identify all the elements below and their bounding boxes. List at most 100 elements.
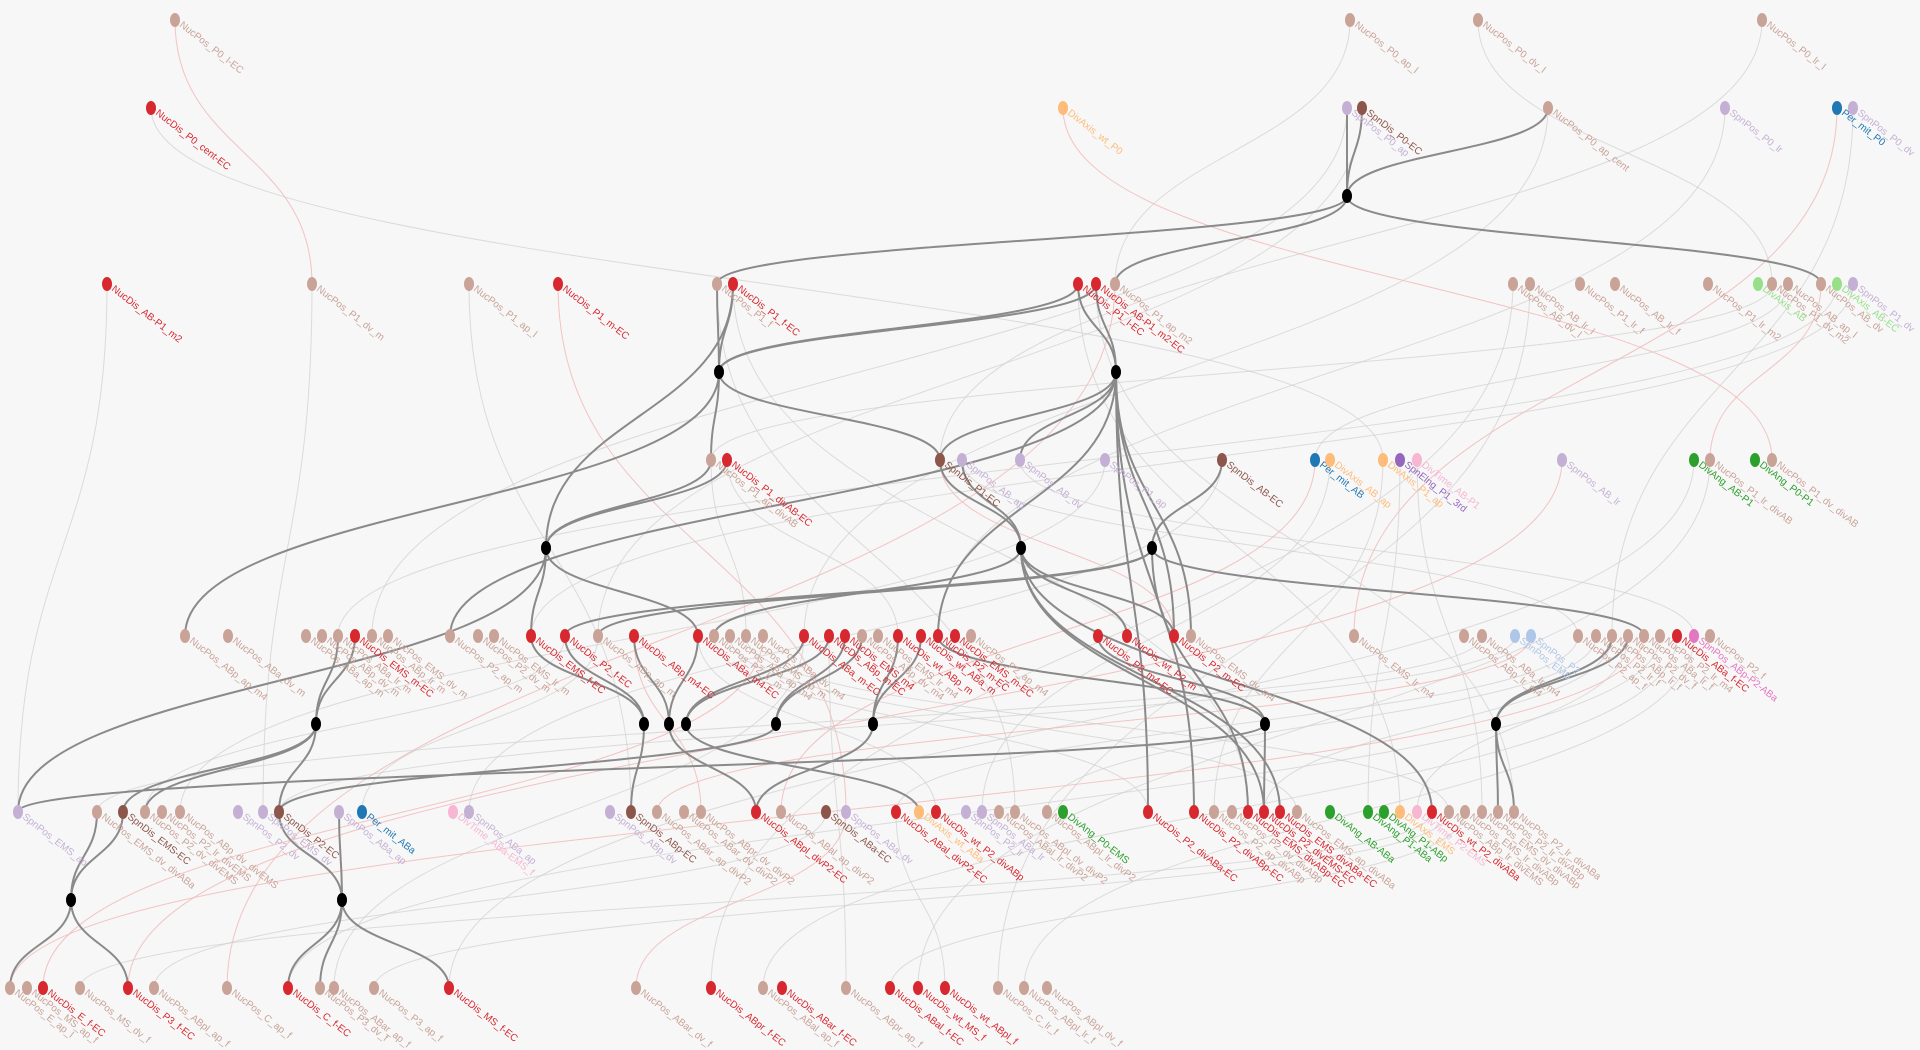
node-marker[interactable] (931, 805, 941, 819)
node-marker[interactable] (1473, 13, 1483, 27)
node-marker[interactable] (1459, 629, 1469, 643)
node-marker[interactable] (1292, 805, 1302, 819)
graph-node[interactable]: NucPos_EMS_dv_m4 (1186, 629, 1277, 705)
graph-node[interactable]: NucPos_AB_lr_f (1610, 277, 1682, 338)
node-marker[interactable] (1639, 629, 1649, 643)
node-marker[interactable] (824, 629, 834, 643)
node-marker[interactable] (1750, 453, 1760, 467)
node-marker[interactable] (526, 629, 536, 643)
node-marker[interactable] (223, 629, 233, 643)
node-marker[interactable] (1349, 629, 1359, 643)
node-marker[interactable] (1848, 101, 1858, 115)
node-marker[interactable] (950, 629, 960, 643)
node-marker[interactable] (448, 805, 458, 819)
graph-node[interactable]: NucPos_P0_l-EC (170, 13, 245, 76)
node-marker[interactable] (679, 805, 689, 819)
node-marker[interactable] (914, 805, 924, 819)
node-marker[interactable] (1110, 277, 1120, 291)
node-marker[interactable] (1042, 805, 1052, 819)
node-marker[interactable] (626, 805, 636, 819)
node-marker[interactable] (1607, 629, 1617, 643)
node-marker[interactable] (464, 277, 474, 291)
node-marker[interactable] (1575, 277, 1585, 291)
node-marker[interactable] (1073, 277, 1083, 291)
node-marker[interactable] (180, 629, 190, 643)
junction-node[interactable] (1016, 541, 1026, 555)
graph-node[interactable]: NucPos_P0_dv_l (1473, 13, 1547, 76)
node-marker[interactable] (1460, 805, 1470, 819)
node-marker[interactable] (1610, 277, 1620, 291)
node-marker[interactable] (13, 805, 23, 819)
node-marker[interactable] (1186, 629, 1196, 643)
junction-node[interactable] (337, 893, 347, 907)
node-marker[interactable] (1655, 629, 1665, 643)
node-marker[interactable] (977, 805, 987, 819)
node-marker[interactable] (1720, 101, 1730, 115)
node-marker[interactable] (1275, 805, 1285, 819)
node-marker[interactable] (1363, 805, 1373, 819)
node-marker[interactable] (1543, 101, 1553, 115)
node-marker[interactable] (1509, 805, 1519, 819)
node-marker[interactable] (1444, 805, 1454, 819)
node-marker[interactable] (1058, 805, 1068, 819)
node-marker[interactable] (891, 805, 901, 819)
graph-node[interactable]: DivAxis_wt_P0 (1058, 101, 1125, 158)
node-marker[interactable] (706, 453, 716, 467)
node-marker[interactable] (1412, 805, 1422, 819)
node-marker[interactable] (935, 453, 945, 467)
node-marker[interactable] (445, 629, 455, 643)
node-marker[interactable] (1783, 277, 1793, 291)
graph-node[interactable]: NucPos_P1_ap_l (464, 277, 539, 340)
node-marker[interactable] (1189, 805, 1199, 819)
junction-node[interactable] (1111, 365, 1121, 379)
node-marker[interactable] (1757, 13, 1767, 27)
node-marker[interactable] (383, 629, 393, 643)
node-marker[interactable] (1767, 453, 1777, 467)
junction-node[interactable] (681, 717, 691, 731)
node-marker[interactable] (873, 629, 883, 643)
node-marker[interactable] (175, 805, 185, 819)
node-marker[interactable] (75, 981, 85, 995)
node-marker[interactable] (1325, 805, 1335, 819)
node-marker[interactable] (758, 629, 768, 643)
node-marker[interactable] (1058, 101, 1068, 115)
node-marker[interactable] (1395, 805, 1405, 819)
node-marker[interactable] (283, 981, 293, 995)
graph-node[interactable]: SpnPos_P1_ap (1100, 453, 1169, 511)
node-marker[interactable] (1427, 805, 1437, 819)
node-marker[interactable] (307, 277, 317, 291)
node-marker[interactable] (1493, 805, 1503, 819)
graph-node[interactable]: NucPos_ABa_dv_m (223, 629, 307, 699)
junction-node[interactable] (1491, 717, 1501, 731)
node-marker[interactable] (1832, 277, 1842, 291)
node-marker[interactable] (1395, 453, 1405, 467)
graph-node[interactable]: SpnPos_AB_lr (1557, 453, 1623, 509)
junction-node[interactable] (1342, 189, 1352, 203)
junction-node[interactable] (714, 365, 724, 379)
node-marker[interactable] (357, 805, 367, 819)
node-marker[interactable] (885, 981, 895, 995)
node-marker[interactable] (464, 805, 474, 819)
graph-node[interactable]: NucDis_P0_cent-EC (146, 101, 232, 173)
graph-node[interactable]: NucPos_ABar_dv_f (631, 981, 714, 1050)
node-marker[interactable] (751, 805, 761, 819)
node-marker[interactable] (1591, 629, 1601, 643)
node-marker[interactable] (1143, 805, 1153, 819)
junction-node[interactable] (664, 717, 674, 731)
junction-node[interactable] (639, 717, 649, 731)
node-marker[interactable] (966, 629, 976, 643)
node-marker[interactable] (489, 629, 499, 643)
node-marker[interactable] (841, 981, 851, 995)
node-marker[interactable] (593, 629, 603, 643)
node-marker[interactable] (123, 981, 133, 995)
node-marker[interactable] (1169, 629, 1179, 643)
node-marker[interactable] (1243, 805, 1253, 819)
node-marker[interactable] (157, 805, 167, 819)
node-marker[interactable] (1310, 453, 1320, 467)
node-marker[interactable] (146, 101, 156, 115)
node-marker[interactable] (913, 981, 923, 995)
node-marker[interactable] (1379, 805, 1389, 819)
junction-node[interactable] (868, 717, 878, 731)
graph-node[interactable]: SpnPos_EMS_ap (13, 805, 89, 869)
node-marker[interactable] (712, 277, 722, 291)
